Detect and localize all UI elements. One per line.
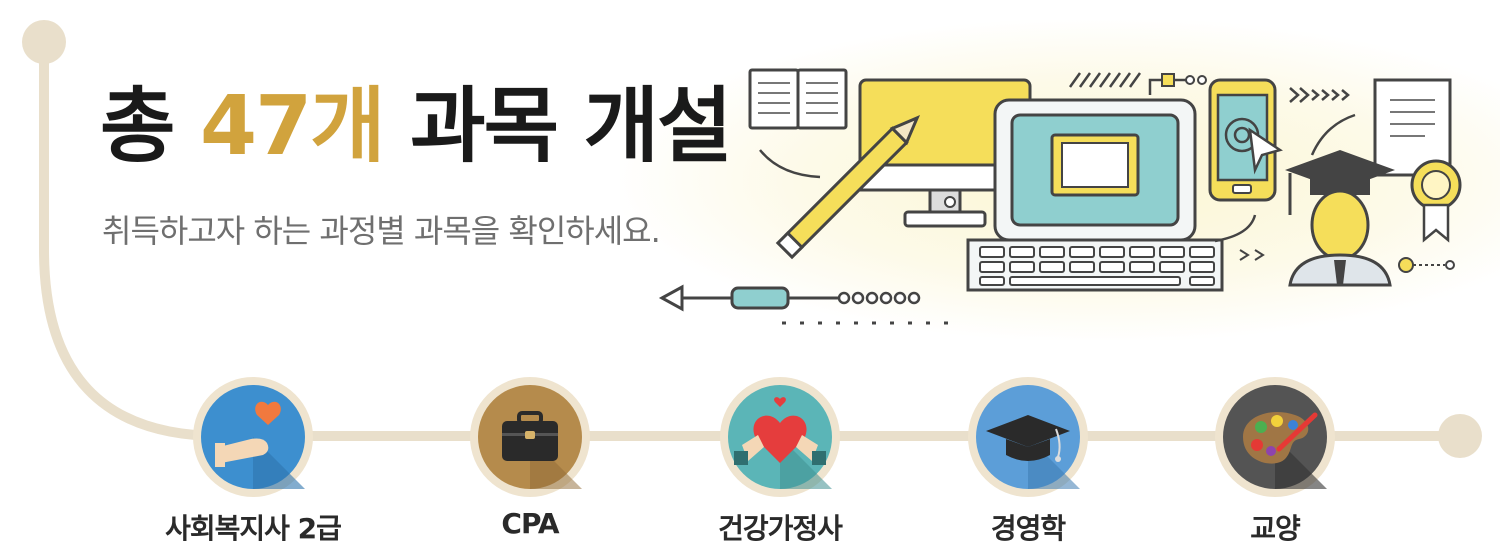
course-badge[interactable]	[1215, 377, 1335, 497]
course-badge[interactable]	[193, 377, 313, 497]
pencil-icon	[775, 114, 921, 260]
course-badge[interactable]	[720, 377, 840, 497]
arrow-icon	[1214, 214, 1257, 243]
decorative-stripes	[1068, 72, 1142, 88]
course-count: 47개	[200, 79, 386, 174]
heart-hand-icon	[201, 385, 305, 489]
laptop-icon	[966, 98, 1224, 292]
timeline-start-dot	[22, 20, 66, 64]
book-icon	[748, 68, 848, 130]
page-subtitle: 취득하고자 하는 과정별 과목을 확인하세요.	[102, 212, 661, 250]
title-prefix: 총	[100, 79, 175, 174]
briefcase-icon	[478, 385, 582, 489]
small-arrows	[1239, 249, 1265, 261]
title-suffix: 과목 개설	[410, 79, 732, 174]
graduation-cap-icon	[976, 385, 1080, 489]
certificate-icon	[1373, 78, 1462, 243]
arrow-icon	[1310, 113, 1356, 156]
course-label: 교양	[1250, 512, 1301, 545]
course-label: 사회복지사 2급	[165, 512, 342, 545]
palette-icon	[1223, 385, 1327, 489]
e-learning-illustration	[658, 68, 1462, 325]
graduate-icon	[1285, 150, 1395, 287]
timeline-end-dot	[1438, 414, 1482, 458]
smartphone-icon	[1208, 78, 1283, 202]
course-label: 건강가정사	[718, 512, 843, 545]
chevrons-icon	[1289, 87, 1350, 103]
course-badge[interactable]	[470, 377, 590, 497]
heart-hug-icon	[728, 385, 832, 489]
course-label: CPA	[501, 507, 559, 540]
cable-connector	[1398, 257, 1455, 273]
course-label: 경영학	[990, 512, 1066, 545]
page-title: 총 47개 과목 개설	[100, 79, 732, 174]
back-arrow-icon	[658, 284, 948, 325]
course-badge[interactable]	[968, 377, 1088, 497]
arrow-icon	[759, 149, 821, 179]
